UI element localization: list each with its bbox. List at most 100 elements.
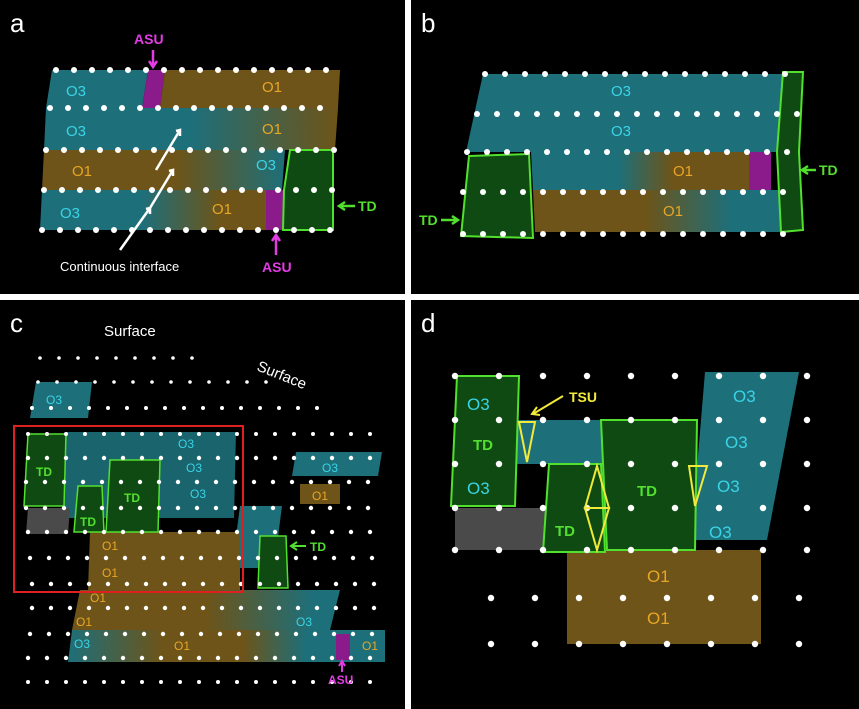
atom-dot bbox=[740, 189, 746, 195]
asu-region bbox=[266, 190, 283, 230]
atom-dot bbox=[215, 67, 221, 73]
atom-dot bbox=[275, 187, 281, 193]
td-label: TD bbox=[555, 523, 575, 540]
atom-dot bbox=[305, 67, 311, 73]
atom-dot bbox=[365, 479, 371, 485]
atom-dot bbox=[314, 581, 320, 587]
atom-dot bbox=[539, 460, 547, 468]
tsu-triangle bbox=[517, 421, 537, 463]
atom-dot bbox=[118, 479, 124, 485]
o3-label: O3 bbox=[296, 615, 312, 629]
atom-dot bbox=[25, 455, 31, 461]
atom-dot bbox=[124, 581, 130, 587]
atom-dot bbox=[600, 231, 606, 237]
atom-dot bbox=[794, 111, 800, 117]
atom-dot bbox=[137, 479, 143, 485]
o3-label: O3 bbox=[178, 437, 194, 451]
panel-letter: a bbox=[10, 8, 25, 38]
atom-dot bbox=[614, 111, 620, 117]
atom-dot bbox=[179, 555, 185, 561]
o1-label: O1 bbox=[102, 566, 118, 580]
atom-dot bbox=[235, 432, 239, 436]
atom-dot bbox=[63, 655, 69, 661]
atom-dot bbox=[80, 505, 86, 511]
atom-dot bbox=[531, 640, 539, 648]
atom-dot bbox=[264, 380, 268, 384]
atom-dot bbox=[169, 380, 173, 384]
o3-label: O3 bbox=[46, 393, 62, 407]
o3-o1-interface-region bbox=[40, 190, 266, 230]
interface-region bbox=[455, 508, 551, 550]
atom-dot bbox=[310, 529, 316, 535]
atom-dot bbox=[233, 67, 239, 73]
atom-dot bbox=[201, 406, 205, 410]
atom-dot bbox=[715, 460, 723, 468]
atom-dot bbox=[331, 555, 337, 561]
atom-dot bbox=[140, 432, 144, 436]
atom-dot bbox=[474, 111, 480, 117]
atom-dot bbox=[312, 555, 318, 561]
continuous-interface-label: Continuous interface bbox=[60, 259, 179, 274]
atom-dot bbox=[273, 680, 277, 684]
atom-dot bbox=[348, 529, 354, 535]
atom-dot bbox=[160, 555, 166, 561]
o3-label: O3 bbox=[709, 523, 732, 542]
atom-dot bbox=[159, 680, 163, 684]
atom-dot bbox=[112, 380, 116, 384]
asu-label: ASU bbox=[328, 673, 353, 687]
atom-dot bbox=[663, 594, 671, 602]
atom-dot bbox=[333, 605, 339, 611]
atom-dot bbox=[269, 67, 275, 73]
atom-dot bbox=[803, 546, 811, 554]
atom-dot bbox=[131, 187, 137, 193]
atom-dot bbox=[143, 67, 149, 73]
atom-dot bbox=[237, 227, 243, 233]
atom-dot bbox=[583, 416, 591, 424]
atom-dot bbox=[82, 655, 88, 661]
atom-dot bbox=[782, 71, 788, 77]
atom-dot bbox=[219, 227, 225, 233]
atom-dot bbox=[156, 479, 162, 485]
td-label: TD bbox=[358, 198, 377, 214]
atom-dot bbox=[295, 605, 301, 611]
atom-dot bbox=[103, 631, 109, 637]
atom-dot bbox=[115, 147, 121, 153]
atom-dot bbox=[258, 406, 262, 410]
atom-dot bbox=[143, 581, 149, 587]
atom-dot bbox=[702, 71, 708, 77]
atom-dot bbox=[273, 227, 279, 233]
interface-arrow bbox=[168, 168, 175, 176]
atom-dot bbox=[277, 406, 281, 410]
atom-dot bbox=[84, 631, 90, 637]
atom-dot bbox=[299, 105, 305, 111]
atom-dot bbox=[29, 581, 35, 587]
td-region bbox=[599, 419, 699, 551]
atom-dot bbox=[76, 356, 80, 360]
atom-dot bbox=[352, 581, 358, 587]
o3-label: O3 bbox=[467, 395, 490, 414]
atom-dot bbox=[133, 147, 139, 153]
atom-dot bbox=[63, 529, 69, 535]
atom-dot bbox=[257, 187, 263, 193]
atom-dot bbox=[291, 227, 297, 233]
atom-dot bbox=[95, 356, 99, 360]
atom-dot bbox=[270, 479, 276, 485]
atom-dot bbox=[487, 640, 495, 648]
o3-label: O3 bbox=[186, 461, 202, 475]
atom-dot bbox=[289, 479, 295, 485]
atom-dot bbox=[715, 546, 723, 554]
atom-dot bbox=[64, 432, 68, 436]
atom-dot bbox=[61, 505, 67, 511]
o3-region bbox=[30, 382, 92, 418]
atom-dot bbox=[196, 455, 202, 461]
atom-dot bbox=[640, 189, 646, 195]
atom-dot bbox=[182, 406, 186, 410]
atom-dot bbox=[634, 111, 640, 117]
atom-dot bbox=[287, 67, 293, 73]
atom-dot bbox=[662, 71, 668, 77]
atom-dot bbox=[122, 555, 128, 561]
atom-dot bbox=[484, 149, 490, 155]
atom-dot bbox=[640, 231, 646, 237]
atom-dot bbox=[102, 432, 106, 436]
atom-dot bbox=[139, 655, 145, 661]
